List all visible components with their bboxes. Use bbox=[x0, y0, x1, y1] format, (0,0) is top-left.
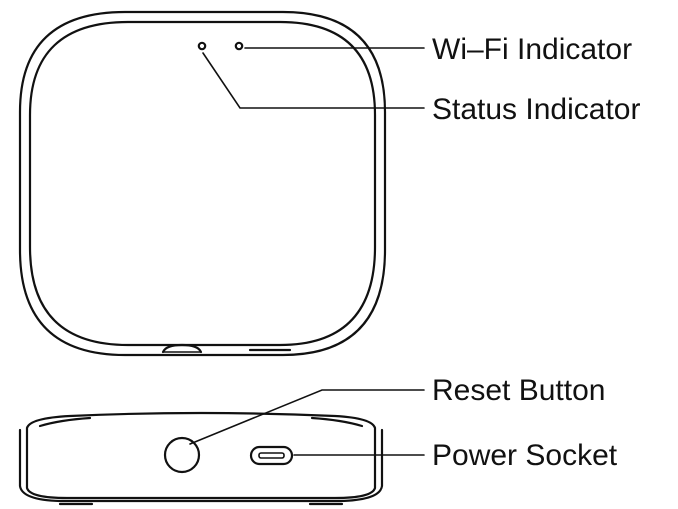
device-side-body bbox=[25, 411, 377, 500]
device-side-top-rim bbox=[38, 416, 92, 428]
wifi-indicator-light bbox=[234, 41, 244, 51]
reset-button-label: Reset Button bbox=[432, 374, 605, 407]
power-socket[interactable] bbox=[249, 445, 294, 466]
reset-button[interactable] bbox=[163, 436, 201, 474]
power-socket-inner bbox=[258, 452, 285, 459]
device-top-view bbox=[18, 10, 387, 357]
power-socket-label: Power Socket bbox=[432, 439, 618, 472]
device-side-view bbox=[18, 411, 384, 506]
device-top-outer-edge bbox=[18, 10, 387, 357]
reset-button-leader-line bbox=[189, 389, 425, 445]
device-top-inner-edge bbox=[28, 20, 377, 347]
status-indicator-light bbox=[197, 41, 207, 51]
device-side-bottom-edge bbox=[18, 428, 384, 503]
device-side-top-rim-right bbox=[310, 416, 364, 428]
wifi-indicator-label: Wi–Fi Indicator bbox=[432, 33, 632, 66]
device-top-reset-notch bbox=[161, 343, 203, 354]
status-indicator-label: Status Indicator bbox=[432, 93, 640, 126]
status-indicator-leader-line bbox=[202, 52, 425, 109]
